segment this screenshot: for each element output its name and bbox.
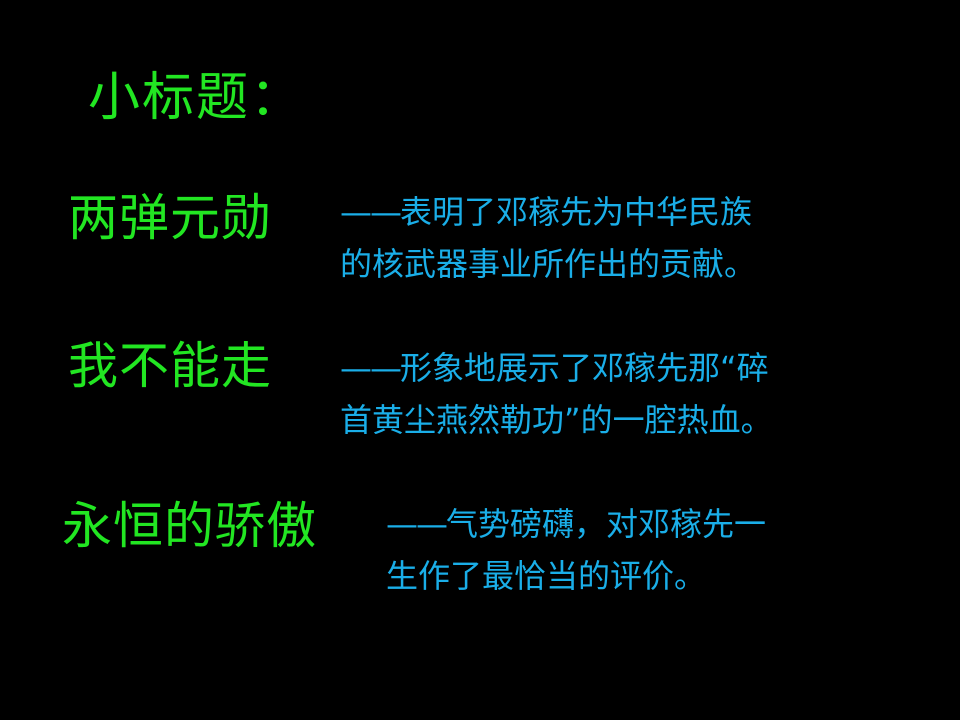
em-dash: —— bbox=[340, 193, 402, 231]
item-description-line-2: 的核武器事业所作出的贡献。 bbox=[340, 245, 757, 283]
item-title: 永恒的骄傲 bbox=[62, 497, 317, 555]
item-description-line-2: 首黄尘燕然勒功”的一腔热血。 bbox=[340, 401, 773, 439]
item-description-line-1: ——表明了邓稼先为中华民族 bbox=[340, 186, 756, 238]
em-dash: —— bbox=[340, 349, 402, 387]
item-description: ——形象地展示了邓稼先那“碎 首黄尘燕然勒功”的一腔热血。 bbox=[340, 342, 773, 446]
em-dash: —— bbox=[386, 505, 448, 543]
item-description-line-2: 生作了最恰当的评价。 bbox=[386, 557, 707, 595]
item-description-line-1: ——形象地展示了邓稼先那“碎 bbox=[340, 342, 773, 394]
item-title: 两弹元勋 bbox=[68, 189, 272, 247]
item-description: ——气势磅礴，对邓稼先一 生作了最恰当的评价。 bbox=[386, 498, 766, 602]
item-title: 我不能走 bbox=[68, 337, 272, 395]
description-text: 形象地展示了邓稼先那“碎 bbox=[400, 349, 769, 387]
item-description-line-1: ——气势磅礴，对邓稼先一 bbox=[386, 498, 766, 550]
slide-heading: 小标题： bbox=[88, 68, 305, 128]
item-description: ——表明了邓稼先为中华民族 的核武器事业所作出的贡献。 bbox=[340, 186, 756, 290]
description-text: 气势磅礴，对邓稼先一 bbox=[446, 505, 767, 543]
description-text: 表明了邓稼先为中华民族 bbox=[400, 193, 753, 231]
